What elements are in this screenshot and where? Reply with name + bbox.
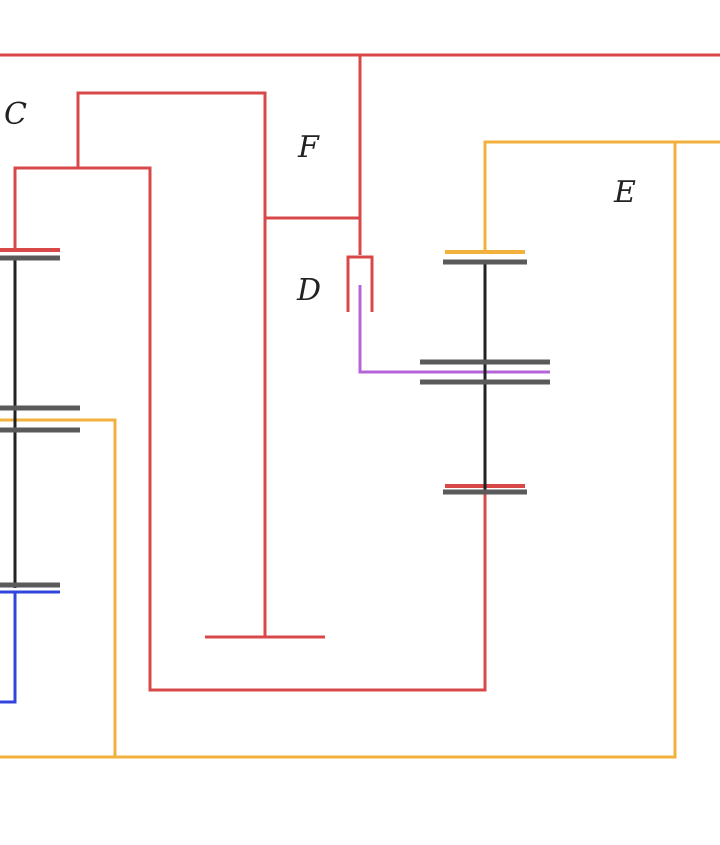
label-e: E <box>613 175 636 210</box>
red-linkage <box>0 53 720 692</box>
label-f: F <box>297 130 320 165</box>
blue-shaft <box>0 590 60 704</box>
e-frame <box>0 142 677 759</box>
clutch-d <box>346 255 374 312</box>
e-top <box>483 140 720 252</box>
member-c <box>13 166 487 692</box>
gears <box>0 255 550 588</box>
orange-member-e <box>0 140 720 759</box>
purple-shaft <box>358 285 550 374</box>
label-d: D <box>296 273 321 308</box>
member-f <box>76 91 267 637</box>
e-left-link <box>0 418 117 757</box>
label-c: C <box>4 97 27 132</box>
